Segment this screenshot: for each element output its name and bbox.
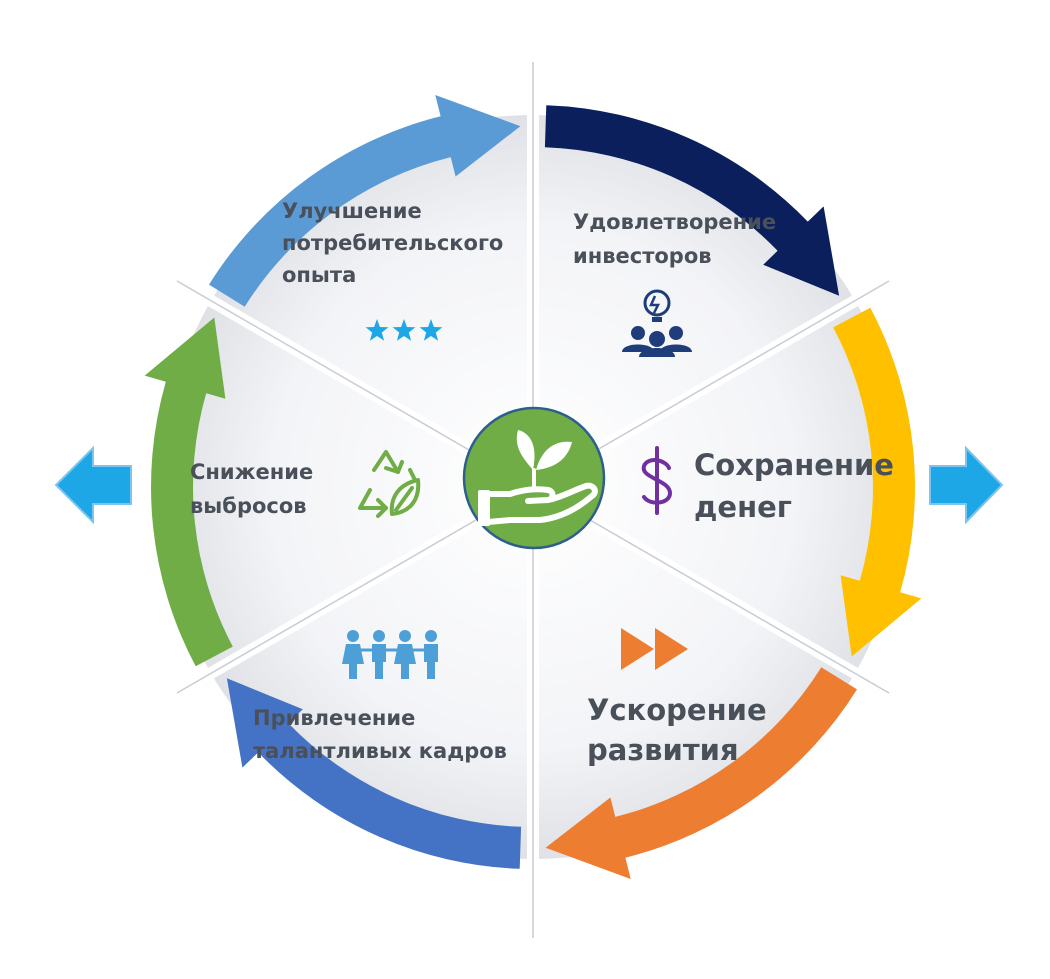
label-line: Сохранение — [694, 448, 894, 482]
star-icon — [392, 319, 416, 341]
arrow-right — [833, 307, 922, 657]
label-top-right: Удовлетворение инвесторов — [573, 210, 783, 268]
hand-plant-icon — [478, 430, 598, 526]
fast-forward-icon — [621, 628, 688, 670]
label-line: талантливых кадров — [253, 739, 507, 763]
side-arrow-left-icon — [54, 445, 132, 525]
label-top-left: Улучшение потребительского опыта — [282, 199, 511, 287]
people-group-icon — [342, 630, 438, 679]
label-line: Снижение — [190, 460, 313, 484]
arrow-bottom-left — [226, 678, 522, 869]
person-icon — [424, 630, 438, 679]
label-line: денег — [694, 490, 792, 524]
side-arrow-right-icon — [929, 445, 1004, 525]
label-bottom-right: Ускорение развития — [587, 693, 777, 767]
arrow-bottom-right — [545, 667, 857, 879]
label-line: Ускорение — [587, 693, 767, 727]
team-idea-icon — [622, 289, 692, 357]
label-line: Удовлетворение — [573, 210, 776, 234]
label-line: потребительского — [282, 231, 503, 255]
label-line: инвесторов — [573, 244, 712, 268]
label-line: Улучшение — [282, 199, 422, 223]
star-icon — [419, 319, 443, 341]
three-stars-icon — [365, 319, 443, 341]
label-left: Снижение выбросов — [190, 460, 321, 518]
person-icon — [372, 630, 386, 679]
label-line: Привлечение — [253, 706, 415, 730]
label-line: развития — [587, 733, 739, 767]
label-bottom-left: Привлечение талантливых кадров — [253, 706, 507, 763]
star-icon — [365, 319, 389, 341]
recycle-leaf-icon — [358, 450, 421, 518]
arrow-top-right — [544, 105, 840, 296]
dollar-icon — [641, 446, 673, 515]
label-line: выбросов — [190, 494, 307, 518]
label-right: Сохранение денег — [694, 448, 904, 524]
arrow-left — [144, 317, 233, 667]
label-line: опыта — [282, 263, 356, 287]
person-icon — [342, 630, 364, 679]
person-icon — [394, 630, 416, 679]
arrow-top-left — [209, 95, 521, 307]
